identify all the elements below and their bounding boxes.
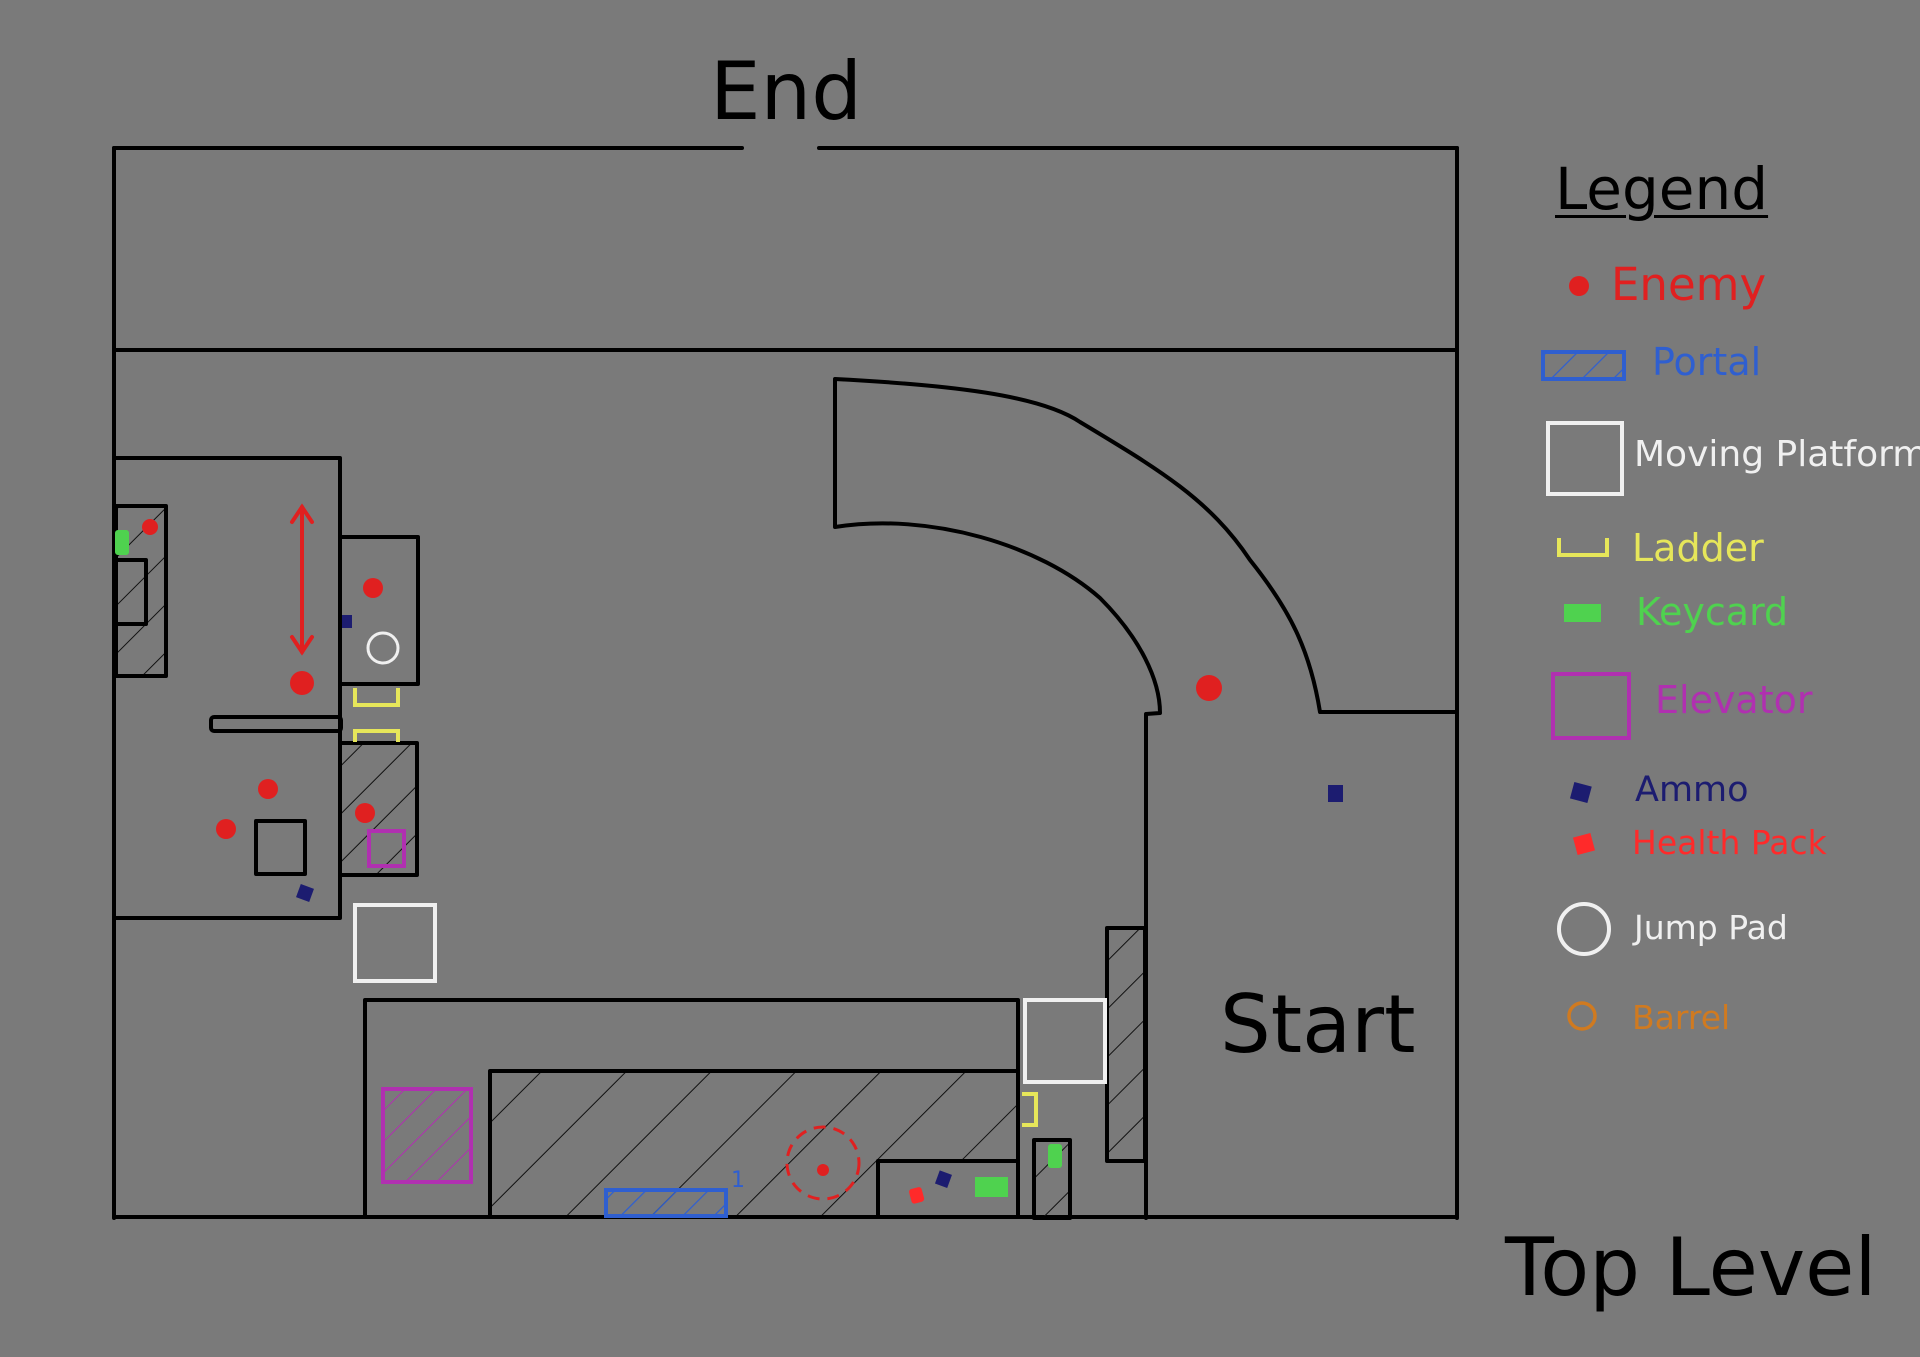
elevator: [381, 1087, 473, 1184]
legend-label-barrel: Barrel: [1632, 998, 1731, 1037]
portal: [604, 1188, 728, 1218]
legend-health-pack-symbol: [1572, 832, 1596, 856]
ammo: [1328, 785, 1343, 802]
map-title: Top Level: [1505, 1221, 1877, 1314]
legend-ammo-symbol: [1569, 781, 1592, 804]
legend-elevator-symbol: [1551, 672, 1631, 740]
arrow-head-down: [290, 635, 314, 656]
legend-title: Legend: [1555, 155, 1769, 223]
ladder: [1022, 1092, 1038, 1127]
moving-platform: [353, 903, 437, 983]
enemy: [142, 519, 158, 535]
legend-moving-platform-symbol: [1546, 421, 1624, 496]
elevator: [367, 829, 406, 868]
ammo: [296, 884, 314, 902]
enemy: [290, 671, 314, 695]
legend-label-jump-pad: Jump Pad: [1634, 908, 1788, 947]
keycard: [1048, 1144, 1062, 1168]
legend-ladder-symbol: [1557, 538, 1609, 557]
enemy: [258, 779, 278, 799]
legend-enemy-symbol: [1569, 276, 1589, 296]
legend-barrel-symbol: [1567, 1001, 1597, 1031]
health-pack: [909, 1187, 925, 1204]
ladder: [353, 688, 400, 707]
ladder: [353, 729, 400, 742]
enemy: [817, 1164, 829, 1176]
left-room-outline: [112, 456, 342, 920]
left-ledge: [209, 715, 343, 733]
legend-label-elevator: Elevator: [1655, 678, 1813, 722]
left-box: [254, 819, 307, 876]
keycard: [975, 1177, 1008, 1197]
arrow-head-up: [290, 503, 314, 524]
ammo: [934, 1170, 952, 1188]
legend-symbols: [1541, 276, 1631, 1031]
jump-pad: [366, 631, 400, 665]
ammo: [342, 615, 352, 628]
left-small-room: [338, 535, 420, 686]
far-left-inner: [116, 558, 148, 626]
end-marker: End: [710, 45, 863, 138]
legend-jump-pad-symbol: [1557, 902, 1611, 956]
legend-label-keycard: Keycard: [1636, 590, 1789, 634]
barrel: [785, 1125, 861, 1201]
enemy: [355, 803, 375, 823]
legend-keycard-symbol: [1564, 604, 1601, 622]
legend-label-portal: Portal: [1652, 340, 1762, 384]
portal-number: 1: [731, 1168, 745, 1193]
legend-portal-symbol: [1541, 350, 1626, 381]
curved-corridor: [833, 377, 1459, 1220]
start-hatch-column: [1105, 926, 1147, 1163]
legend-label-health-pack: Health Pack: [1632, 823, 1827, 862]
legend-label-enemy: Enemy: [1611, 258, 1767, 311]
moving-platform: [1023, 998, 1107, 1084]
enemy: [216, 819, 236, 839]
legend-label-ladder: Ladder: [1632, 526, 1764, 570]
legend-label-moving-platform: Moving Platform: [1634, 434, 1920, 475]
start-marker: Start: [1220, 978, 1416, 1071]
legend-label-ammo: Ammo: [1635, 770, 1749, 810]
keycard: [115, 530, 129, 555]
enemy: [1196, 675, 1222, 701]
enemy: [363, 578, 383, 598]
